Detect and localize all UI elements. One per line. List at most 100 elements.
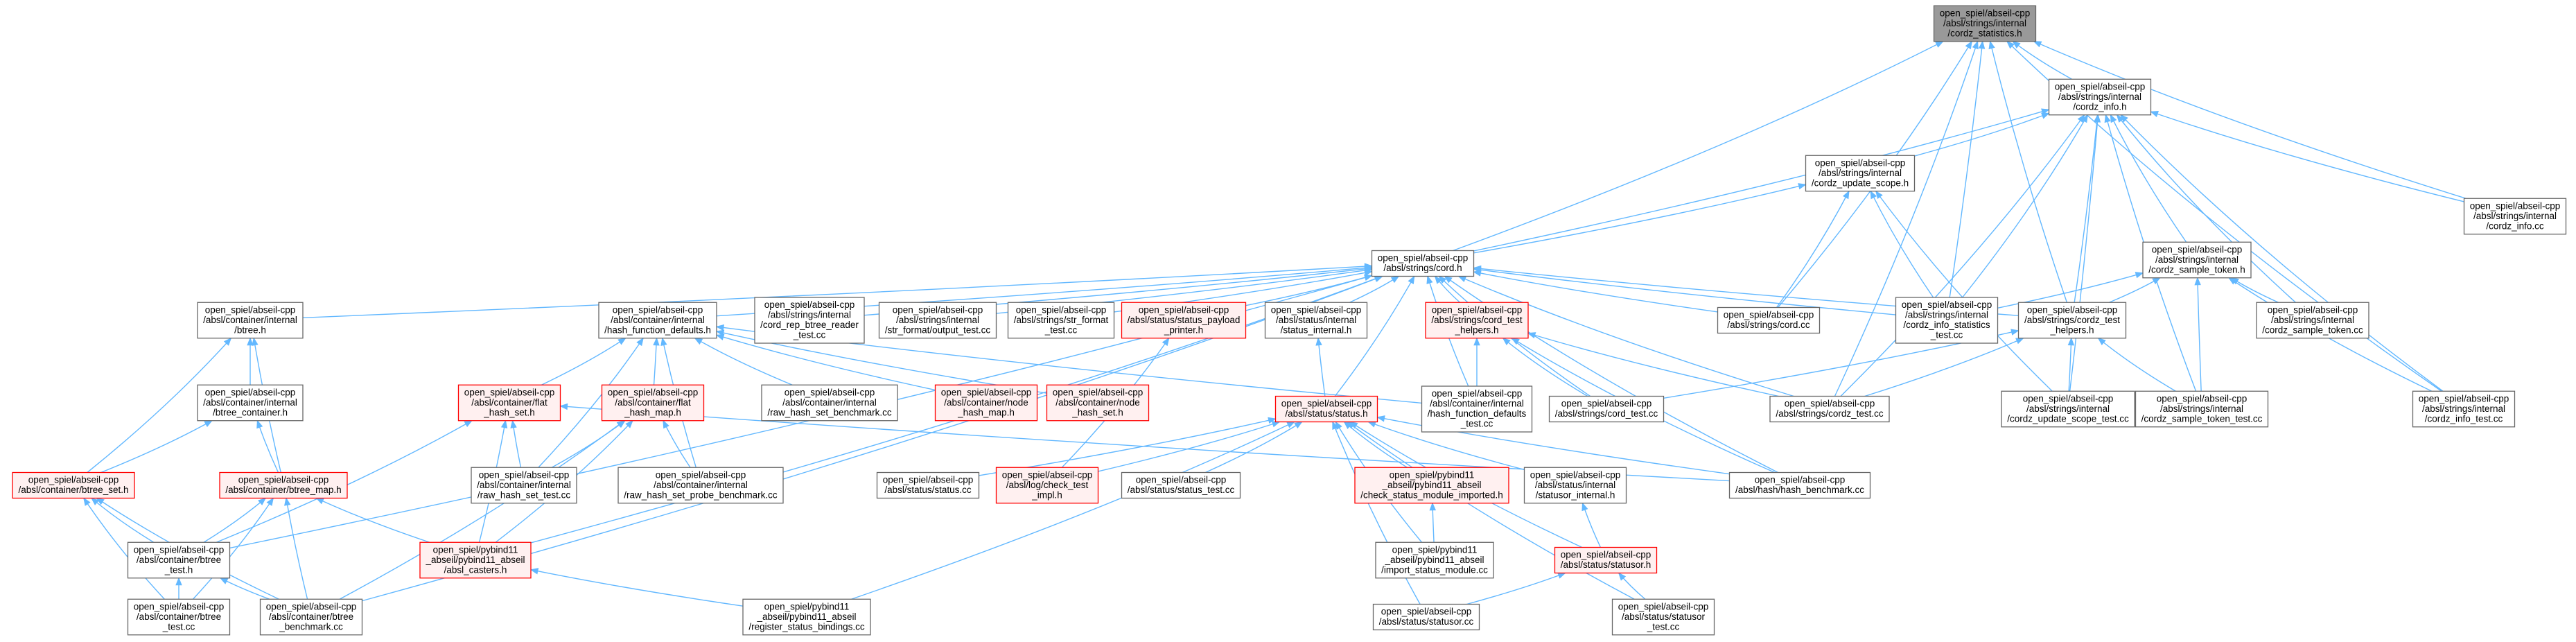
graph-node-cordz-test[interactable]: open_spiel/abseil-cpp/absl/strings/cordz… [1769,395,1890,423]
node-label-line: /absl/log/check_test [1006,480,1089,490]
node-label-line: /absl/strings/str_format [1014,315,1109,325]
node-label-line: /absl/status/statusor.cc [1379,616,1474,627]
node-label-line: /absl/strings/internal [2271,315,2354,325]
node-box [1769,395,1890,423]
node-label-line: open_spiel/abseil-cpp [1432,304,1523,315]
graph-node-btree-set[interactable]: open_spiel/abseil-cpp/absl/container/btr… [12,471,135,499]
graph-node-cord-test-helpers[interactable]: open_spiel/abseil-cpp/absl/strings/cord_… [1425,302,1529,339]
graph-node-status-h[interactable]: open_spiel/abseil-cpp/absl/status/status… [1274,395,1378,423]
node-label-line: /cordz_update_scope_test.cc [2007,413,2129,424]
graph-node-node-hash-set[interactable]: open_spiel/abseil-cpp/absl/container/nod… [1046,384,1150,422]
node-box [1895,297,1999,344]
node-label-line: _abseil/pybind11_abseil [1381,480,1481,490]
node-box [1523,467,1627,504]
graph-node-hash-fn-defaults[interactable]: open_spiel/abseil-cpp/absl/container/int… [598,302,717,339]
graph-node-raw-hash-set-benchmark[interactable]: open_spiel/abseil-cpp/absl/container/int… [761,384,898,422]
node-label-line: /absl/container/internal [782,397,877,408]
graph-node-status-test[interactable]: open_spiel/abseil-cpp/absl/status/status… [1121,471,1241,499]
node-label-line: open_spiel/abseil-cpp [608,387,699,397]
edge-cord-test-to-cord-test-helpers [1502,337,1588,397]
node-box [1421,385,1533,433]
graph-node-register-status-bindings[interactable]: open_spiel/pybind11_abseil/pybind11_abse… [742,598,871,636]
graph-node-status-internal[interactable]: open_spiel/abseil-cpp/absl/status/intern… [1264,302,1368,339]
node-label-line: _hash_map.h [957,407,1015,417]
edge-statusor-test-to-statusor-h [1618,572,1646,600]
node-box [1548,395,1665,423]
node-label-line: /absl/container/btree_map.h [225,485,341,495]
graph-node-cordz-info-statistics-test[interactable]: open_spiel/abseil-cpp/absl/strings/inter… [1895,297,1999,344]
graph-node-str-format-test[interactable]: open_spiel/abseil-cpp/absl/strings/str_f… [1007,302,1115,339]
graph-node-hash-benchmark[interactable]: open_spiel/abseil-cpp/absl/hash/hash_ben… [1728,471,1871,499]
graph-node-raw-hash-set-test[interactable]: open_spiel/abseil-cpp/absl/container/int… [471,467,577,504]
edge-cordz-test-helpers-to-statistics [1988,40,2068,303]
graph-node-cordz-info-cc[interactable]: open_spiel/abseil-cpp/absl/strings/inter… [2463,198,2567,235]
graph-node-sample-token-h[interactable]: open_spiel/abseil-cpp/absl/strings/inter… [2142,241,2252,279]
graph-node-btree-h[interactable]: open_spiel/abseil-cpp/absl/container/int… [197,302,304,339]
graph-node-flat-hash-set[interactable]: open_spiel/abseil-cpp/absl/container/fla… [457,384,561,422]
edge-raw-hash-set-test-to-flat-hash-set [510,419,522,468]
node-box [601,384,705,422]
node-label-line: _benchmark.cc [279,621,343,632]
node-label-line: open_spiel/abseil-cpp [134,601,225,611]
graph-node-statistics[interactable]: open_spiel/abseil-cpp/absl/strings/inter… [1933,5,2037,42]
graph-node-statusor-h[interactable]: open_spiel/abseil-cpp/absl/status/status… [1554,546,1658,574]
graph-node-check-test-impl[interactable]: open_spiel/abseil-cpp/absl/log/check_tes… [995,467,1099,504]
graph-node-cordz-update-scope-test[interactable]: open_spiel/abseil-cpp/absl/strings/inter… [2001,390,2135,428]
graph-node-flat-hash-map[interactable]: open_spiel/abseil-cpp/absl/container/fla… [601,384,705,422]
graph-node-cordz-info-test[interactable]: open_spiel/abseil-cpp/absl/strings/inter… [2412,390,2516,428]
node-label-line: /check_status_module_imported.h [1360,489,1503,500]
node-label-line: _printer.h [1164,324,1203,335]
node-box [127,598,231,636]
node-label-line: open_spiel/abseil-cpp [1002,469,1093,480]
node-box [1121,471,1241,499]
node-label-line: open_spiel/pybind11 [1392,544,1478,555]
graph-node-status-payload-printer[interactable]: open_spiel/abseil-cpp/absl/status/status… [1121,302,1247,339]
graph-node-check-status-module-imported[interactable]: open_spiel/pybind11_abseil/pybind11_abse… [1354,467,1509,504]
node-label-line: /cord_rep_btree_reader [760,320,859,330]
graph-node-statusor-test[interactable]: open_spiel/abseil-cpp/absl/status/status… [1611,598,1715,636]
node-label-line: _test.cc [1930,330,1963,340]
graph-node-btree-test-cc[interactable]: open_spiel/abseil-cpp/absl/container/btr… [127,598,231,636]
edge-cordz-test-to-cord-test-helpers [1527,332,1779,397]
node-label-line: /raw_hash_set_probe_benchmark.cc [624,489,778,500]
node-label-line: /absl/strings/cord_test.cc [1555,408,1658,419]
node-label-line: /absl/status/statusor [1622,611,1706,622]
graph-node-raw-hash-set-probe-benchmark[interactable]: open_spiel/abseil-cpp/absl/container/int… [617,467,784,504]
graph-node-cordz-info-h[interactable]: open_spiel/abseil-cpp/absl/strings/inter… [2048,78,2152,116]
graph-node-cordz-test-helpers[interactable]: open_spiel/abseil-cpp/absl/strings/cordz… [2017,302,2127,339]
graph-node-import-status-module[interactable]: open_spiel/pybind11_abseil/pybind11_abse… [1375,541,1494,579]
edge-btree-test-h-to-flat-hash-set [216,420,473,543]
graph-node-btree-map[interactable]: open_spiel/abseil-cpp/absl/container/btr… [219,471,348,499]
graph-node-str-format-output-test[interactable]: open_spiel/abseil-cpp/absl/strings/inter… [878,302,997,339]
node-label-line: /absl/strings/internal [2160,404,2243,414]
graph-node-cord-h[interactable]: open_spiel/abseil-cpp/absl/strings/cord.… [1371,250,1475,277]
node-label-line: /import_status_module.cc [1381,564,1488,575]
graph-node-cordz-sample-token-cc[interactable]: open_spiel/abseil-cpp/absl/strings/inter… [2256,302,2369,339]
edge-raw-hash-set-test-to-hash-fn-defaults [538,337,644,468]
node-label-line: open_spiel/pybind11 [764,601,850,611]
node-label-line: open_spiel/abseil-cpp [205,304,296,315]
graph-node-node-hash-map[interactable]: open_spiel/abseil-cpp/absl/container/nod… [934,384,1038,422]
node-box [1372,603,1480,631]
graph-node-statusor-internal[interactable]: open_spiel/abseil-cpp/absl/status/intern… [1523,467,1627,504]
graph-node-cord-test[interactable]: open_spiel/abseil-cpp/absl/strings/cord_… [1548,395,1665,423]
node-box [1274,395,1378,423]
node-box [1717,306,1821,334]
graph-node-cordz-update-scope[interactable]: open_spiel/abseil-cpp/absl/strings/inter… [1805,155,1916,192]
graph-node-cord-rep-btree-reader-test[interactable]: open_spiel/abseil-cpp/absl/strings/inter… [754,297,865,344]
graph-node-cordz-sample-token-test[interactable]: open_spiel/abseil-cpp/absl/strings/inter… [2135,390,2269,428]
graph-node-btree-benchmark[interactable]: open_spiel/abseil-cpp/absl/container/btr… [259,598,363,636]
graph-node-statusor-cc[interactable]: open_spiel/abseil-cpp/absl/status/status… [1372,603,1480,631]
node-label-line: /absl/container/btree [137,611,221,622]
node-box [219,471,348,499]
node-label-line: /absl/status/status.cc [884,485,972,495]
graph-node-cord-cc[interactable]: open_spiel/abseil-cpp/absl/strings/cord.… [1717,306,1821,334]
graph-node-hash-fn-defaults-test[interactable]: open_spiel/abseil-cpp/absl/container/int… [1421,385,1533,433]
node-box [1264,302,1368,339]
edge-cordz-test-to-cord-h [1457,275,1794,397]
graph-node-status-cc[interactable]: open_spiel/abseil-cpp/absl/status/status… [876,471,980,499]
graph-node-absl-casters[interactable]: open_spiel/pybind11_abseil/pybind11_abse… [419,541,532,579]
node-label-line: /absl/strings/internal [2026,404,2110,414]
graph-node-btree-container[interactable]: open_spiel/abseil-cpp/absl/container/int… [197,384,304,422]
graph-node-btree-test-h[interactable]: open_spiel/abseil-cpp/absl/container/btr… [127,541,231,579]
